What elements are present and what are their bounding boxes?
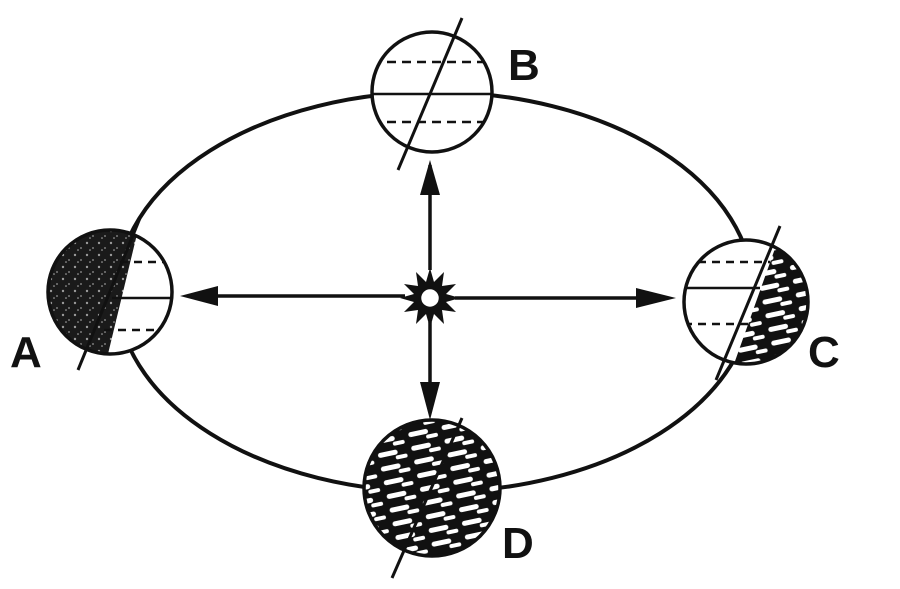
earth-a xyxy=(46,217,174,371)
label-b: B xyxy=(508,41,540,90)
label-c: C xyxy=(808,328,840,377)
sun-arrows xyxy=(180,160,676,420)
label-a: A xyxy=(10,328,42,377)
earth-b xyxy=(370,17,494,171)
earth-c xyxy=(682,225,810,381)
earth-d xyxy=(362,417,502,579)
sun-icon xyxy=(400,268,460,328)
label-d: D xyxy=(502,519,534,568)
